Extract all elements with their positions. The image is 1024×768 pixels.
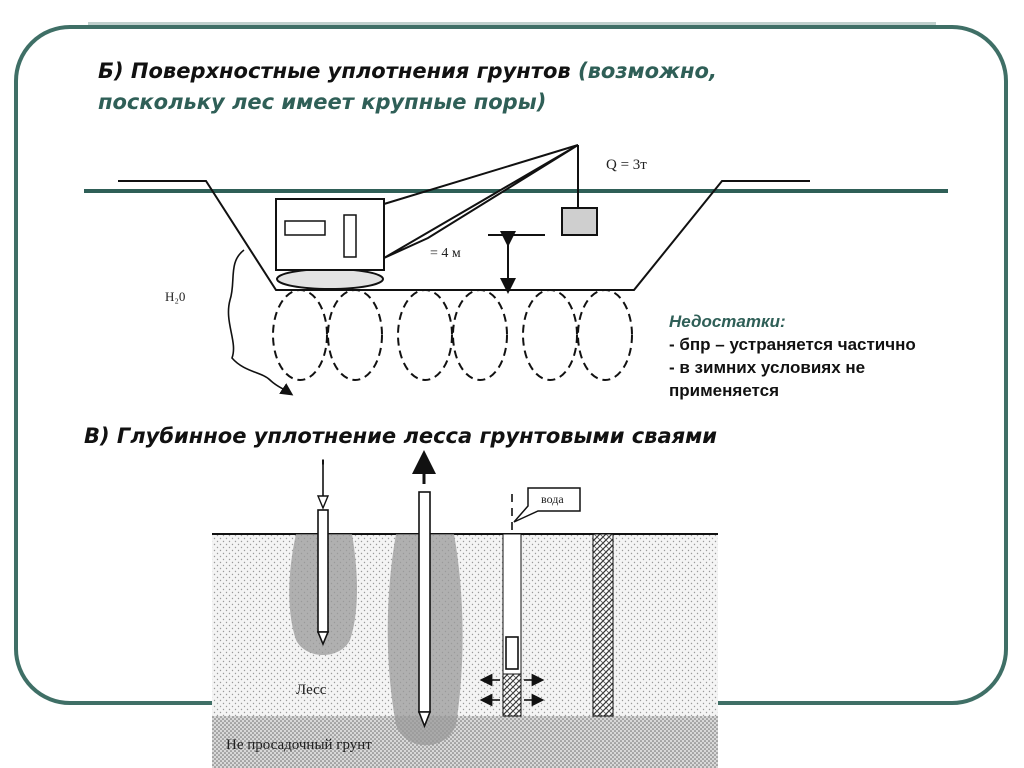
drawback-item: - бпр – устраняется частично [669, 335, 916, 354]
compaction-zone [452, 289, 508, 381]
cab-window [284, 220, 326, 236]
water-callout-label: вода [541, 492, 564, 506]
compaction-zone [522, 289, 578, 381]
water-callout [513, 487, 581, 523]
section-b-title-hint-1: (возможно, [578, 59, 717, 83]
section-v-title: В) Глубинное уплотнение лесса грунтовыми… [84, 424, 717, 448]
crane-cable-top [383, 144, 579, 205]
drawbacks-list: Недостатки: - бпр – устраняется частично… [669, 310, 916, 402]
compaction-zone [577, 289, 633, 381]
cab-door [343, 214, 357, 258]
loess-label: Лесс [296, 682, 327, 698]
base-soil-layer [212, 716, 718, 768]
pile-3-fill [502, 673, 522, 717]
crane-track [276, 268, 384, 290]
pit-outline [118, 180, 810, 291]
pile-2-shaft [418, 491, 431, 713]
frame-top-accent [88, 22, 936, 25]
pile-2-tip [417, 711, 432, 729]
compaction-zone [397, 289, 453, 381]
section-b-title: Б) Поверхностные уплотнения грунтов (воз… [98, 56, 898, 118]
load-label: Q = 3т [606, 157, 647, 173]
compaction-zone [272, 289, 328, 381]
pile-1-tip [316, 631, 330, 647]
compaction-zones [272, 289, 633, 381]
crane-boom [383, 144, 579, 259]
drawbacks-heading: Недостатки: [669, 312, 786, 331]
height-label: = 4 м [430, 246, 461, 261]
section-b-title-hint-2: поскольку лес имеет крупные поры) [98, 90, 547, 114]
drawback-item: - в зимних условиях не [669, 358, 866, 377]
pile-1-drive-arrow [316, 495, 330, 510]
pile-4-finished [592, 533, 614, 717]
tamper-weight [561, 207, 598, 236]
pile-3-tamper [505, 636, 519, 670]
base-soil-label: Не просадочный грунт [226, 737, 372, 753]
pile-1-shaft [317, 509, 329, 633]
drawback-item: применяется [669, 381, 780, 400]
water-label: Н₂0 [165, 289, 186, 304]
section-b-title-main: Б) Поверхностные уплотнения грунтов [98, 59, 571, 83]
water-flow-arrow [227, 249, 294, 396]
compaction-zone [327, 289, 383, 381]
loess-layer [212, 534, 718, 716]
crane-cab [275, 198, 385, 271]
